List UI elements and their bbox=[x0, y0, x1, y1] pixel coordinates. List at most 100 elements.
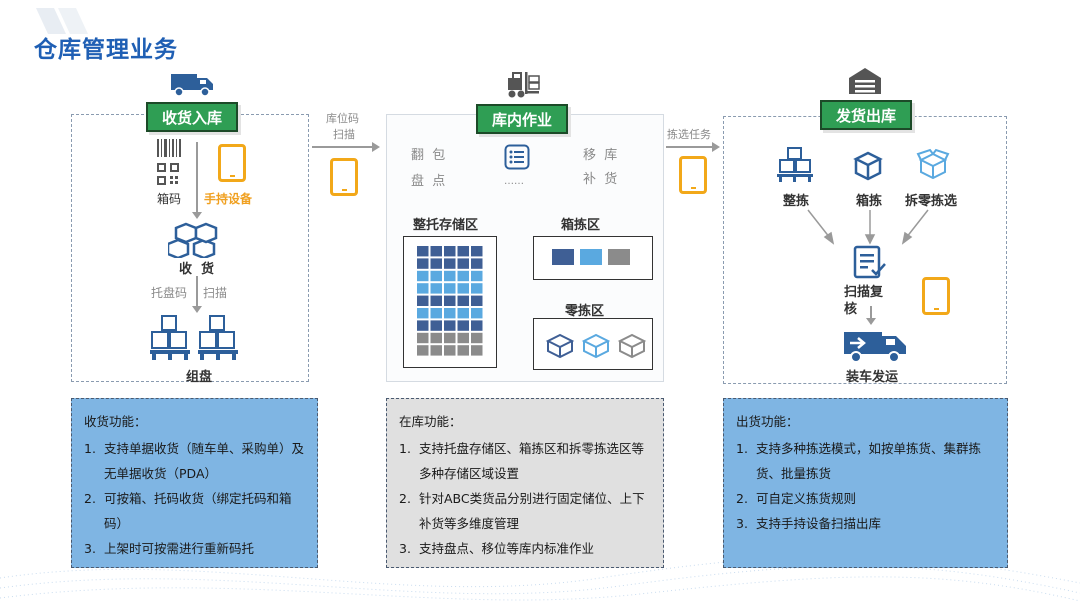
inside-right-top: 移 库 bbox=[583, 148, 618, 163]
receive-func-text: 支持单据收货（随车单、采购单）及无单据收货（PDA） bbox=[104, 441, 305, 481]
storage-cell bbox=[444, 345, 456, 356]
storage-cell bbox=[471, 308, 483, 319]
receive-tag: 收货入库 bbox=[146, 102, 239, 132]
forklift-icon bbox=[508, 72, 540, 98]
receive-func-item: 1. 支持单据收货（随车单、采购单）及无单据收货（PDA） bbox=[84, 436, 307, 486]
receive-func-num: 2. bbox=[84, 491, 96, 506]
inside-func-num: 1. bbox=[399, 441, 411, 456]
pallet-code-label: 托盘码 bbox=[151, 286, 188, 300]
pallet-zone bbox=[403, 236, 497, 368]
box-icon bbox=[853, 151, 883, 181]
receive-func-item: 2. 可按箱、托码收货（绑定托码和箱码） bbox=[84, 486, 307, 536]
transfer1-line2: 扫描 bbox=[333, 128, 355, 141]
storage-cell bbox=[457, 345, 469, 356]
ship-func-text: 支持手持设备扫描出库 bbox=[756, 516, 882, 531]
open-box-icons bbox=[545, 333, 647, 359]
pick1-label: 整拣 bbox=[783, 194, 810, 209]
storage-cell bbox=[430, 246, 442, 257]
storage-cell bbox=[457, 246, 469, 257]
storage-cell bbox=[417, 258, 429, 269]
storage-cell bbox=[471, 295, 483, 306]
storage-cell bbox=[444, 320, 456, 331]
storage-cell bbox=[430, 283, 442, 294]
receive-arrow-head-2 bbox=[192, 306, 202, 313]
case-box-2 bbox=[580, 249, 602, 265]
corner-decoration bbox=[36, 8, 88, 34]
storage-cell bbox=[471, 345, 483, 356]
inside-right-bottom: 补 货 bbox=[583, 172, 618, 187]
storage-cell bbox=[457, 258, 469, 269]
receive-func-text: 上架时可按需进行重新码托 bbox=[104, 541, 255, 556]
receive-func-box: 收货功能： 1. 支持单据收货（随车单、采购单）及无单据收货（PDA） 2. 可… bbox=[71, 398, 318, 568]
boxes-icon bbox=[168, 222, 218, 258]
ship-func-num: 1. bbox=[736, 441, 748, 456]
pallet-stack-icon bbox=[777, 147, 813, 182]
review-label: 扫描复核 bbox=[844, 285, 884, 317]
storage-cell bbox=[417, 332, 429, 344]
inside-left-top: 翻 包 bbox=[411, 148, 446, 163]
group-pallet-label: 组盘 bbox=[186, 370, 213, 385]
receive-func-text: 可按箱、托码收货（绑定托码和箱码） bbox=[104, 491, 292, 531]
transfer2-tablet-icon bbox=[679, 156, 707, 194]
storage-cell bbox=[430, 270, 442, 282]
storage-cell bbox=[444, 308, 456, 319]
storage-cell bbox=[430, 320, 442, 331]
storage-cell bbox=[457, 320, 469, 331]
case-box-1 bbox=[552, 249, 574, 265]
pick2-label: 箱拣 bbox=[856, 194, 883, 209]
inside-func-box: 在库功能： 1. 支持托盘存储区、箱拣区和拆零拣选区等多种存储区域设置 2. 针… bbox=[386, 398, 664, 568]
box-code-label: 箱码 bbox=[157, 192, 182, 206]
storage-cell bbox=[430, 295, 442, 306]
tablet-icon bbox=[218, 144, 246, 182]
receive-arrow-line-2 bbox=[196, 276, 198, 308]
handheld-label: 手持设备 bbox=[204, 192, 253, 206]
storage-cell bbox=[417, 308, 429, 319]
inside-func-text: 支持盘点、移位等库内标准作业 bbox=[419, 541, 595, 556]
inside-left-bottom: 盘 点 bbox=[411, 174, 446, 189]
receive-label: 收 货 bbox=[179, 262, 215, 277]
ship-func-item: 3. 支持手持设备扫描出库 bbox=[736, 511, 997, 536]
inside-func-item: 2. 针对ABC类货品分别进行固定储位、上下补货等多维度管理 bbox=[399, 486, 653, 536]
receive-func-title: 收货功能： bbox=[84, 414, 147, 429]
inside-func-item: 1. 支持托盘存储区、箱拣区和拆零拣选区等多种存储区域设置 bbox=[399, 436, 653, 486]
inside-tag: 库内作业 bbox=[476, 104, 569, 134]
inside-func-title: 在库功能： bbox=[399, 414, 462, 429]
ship-func-item: 1. 支持多种拣选模式，如按单拣货、集群拣货、批量拣货 bbox=[736, 436, 997, 486]
storage-cell bbox=[430, 308, 442, 319]
inside-dots: …… bbox=[504, 176, 524, 187]
truck-icon bbox=[171, 74, 213, 97]
storage-cell bbox=[417, 246, 429, 257]
transfer2-label: 拣选任务 bbox=[667, 128, 711, 141]
transfer1-line1: 库位码 bbox=[326, 112, 359, 125]
storage-cell bbox=[417, 295, 429, 306]
piece-zone-label: 零拣区 bbox=[565, 304, 605, 319]
storage-cell bbox=[444, 295, 456, 306]
delivery-truck-icon bbox=[844, 332, 906, 363]
storage-cell bbox=[471, 258, 483, 269]
case-zone-label: 箱拣区 bbox=[561, 218, 601, 233]
ship-func-num: 3. bbox=[736, 516, 748, 531]
transfer2-arrow-line bbox=[666, 146, 714, 148]
review-arrow-head bbox=[866, 318, 876, 325]
storage-cell bbox=[444, 283, 456, 294]
ship-func-num: 2. bbox=[736, 491, 748, 506]
storage-cell bbox=[471, 320, 483, 331]
qr-code-icon bbox=[157, 163, 179, 185]
ship-func-text: 可自定义拣货规则 bbox=[756, 491, 857, 506]
pallet-zone-grid bbox=[417, 246, 483, 356]
pallet-zone-label: 整托存储区 bbox=[413, 218, 479, 233]
storage-cell bbox=[457, 308, 469, 319]
warehouse-icon bbox=[849, 68, 881, 94]
storage-cell bbox=[457, 295, 469, 306]
receive-arrow-line-1 bbox=[196, 142, 198, 214]
case-zone bbox=[533, 236, 653, 280]
transfer2-arrow-head bbox=[712, 142, 720, 152]
storage-cell bbox=[417, 320, 429, 331]
storage-cell bbox=[430, 345, 442, 356]
ship-tag: 发货出库 bbox=[820, 100, 913, 130]
review-arrow-line bbox=[870, 306, 872, 320]
transfer1-arrow-line bbox=[312, 146, 374, 148]
storage-cell bbox=[457, 270, 469, 282]
inside-func-text: 针对ABC类货品分别进行固定储位、上下补货等多维度管理 bbox=[419, 491, 645, 531]
pick3-label: 拆零拣选 bbox=[905, 194, 958, 209]
